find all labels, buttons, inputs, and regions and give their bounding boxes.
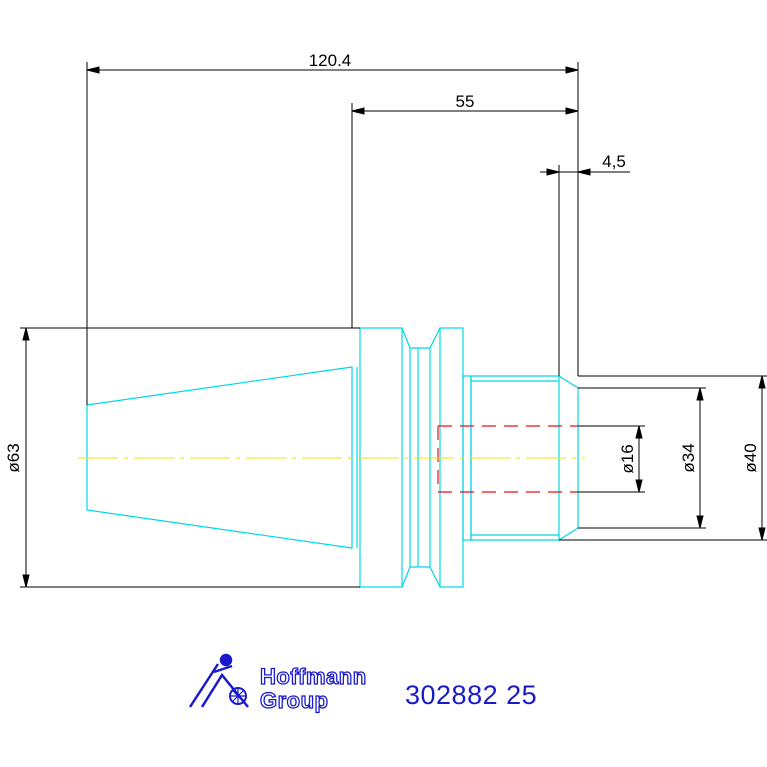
dim-step: 4,5 — [602, 152, 626, 171]
hidden-bore — [437, 425, 578, 493]
taper-cone — [86, 366, 353, 549]
dim-bore-diameter: ø16 — [618, 444, 637, 473]
v-groove — [401, 327, 441, 588]
dim-collar-diameter: ø40 — [741, 443, 760, 472]
dimensions — [20, 62, 767, 588]
dim-shank-diameter: ø34 — [679, 443, 698, 472]
logo-figure-icon — [188, 653, 249, 708]
logo-line-2: Group — [260, 688, 329, 713]
logo-line-1: Hoffmann — [260, 664, 367, 689]
dim-taper-to-end: 55 — [456, 92, 475, 111]
hoffmann-logo: Hoffmann Group — [188, 653, 367, 714]
end-collar — [558, 375, 579, 541]
dim-flange-diameter: ø63 — [4, 443, 23, 472]
neck — [462, 375, 472, 541]
dim-overall-length: 120.4 — [309, 51, 352, 70]
part-number: 302882 25 — [405, 680, 538, 710]
